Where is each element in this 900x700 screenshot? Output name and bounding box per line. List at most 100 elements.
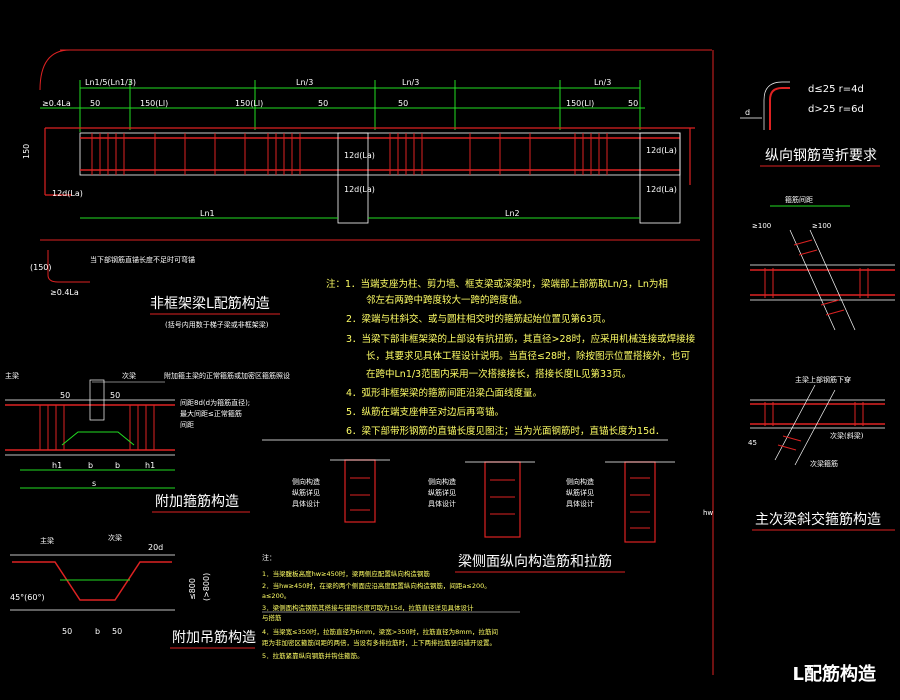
bottom-note-7: 距为非加密区箍筋间距的两倍，当设有多排拉筋时，上下两排拉筋竖向错开设置。 xyxy=(262,638,496,647)
bottom-note-6: 4．当梁宽≤350时，拉筋直径为6mm，梁宽>350时，拉筋直径为8mm，拉筋间 xyxy=(262,627,498,636)
anchor-label-4: 12d(La) xyxy=(646,146,677,155)
side-mid-2: 纵筋详见 xyxy=(428,488,456,497)
bend-rule-1: d≤25 r=4d xyxy=(808,84,864,95)
side-left-3: 具体设计 xyxy=(292,499,320,508)
side-note: 当下部钢筋直锚长度不足时可弯锚 xyxy=(90,255,195,264)
note-line-1: 注：1．当端支座为柱、剪力墙、框支梁或深梁时，梁端部上部筋取Ln/3，Ln为相 xyxy=(326,278,668,290)
cross-ge100-right: ≥100 xyxy=(812,222,831,230)
page-title: L配筋构造 xyxy=(792,664,876,685)
stirrup-b-right: b xyxy=(115,461,120,470)
note-line-4: 3．当梁下部非框架梁的上部设有抗扭筋，其直径>28时，应采用机械连接或焊接接 xyxy=(346,333,696,345)
beam-subtitle: (括号内用数于梯子梁或非框架梁) xyxy=(165,320,269,329)
beam-section: Ln1/5(Ln1/3) Ln/3 Ln/3 Ln/3 ≥0.4La 50 15… xyxy=(22,78,700,329)
hanger-title: 附加吊筋构造 xyxy=(172,629,256,646)
bottom-notes: 注： 1．当梁腹板高度hw≥450时，梁两侧应配置纵向构造钢筋 2．当hw≥45… xyxy=(262,553,520,660)
side-left-1: 侧向构造 xyxy=(292,477,320,486)
stirrup-title: 附加箍筋构造 xyxy=(155,493,239,510)
hanger-dim-b: b xyxy=(95,627,100,636)
note-line-6: 在跨中Ln1/3范围内采用一次搭接接长，搭接长度lL见第33页。 xyxy=(366,368,631,380)
hanger-angle: 45°(60°) xyxy=(10,593,45,602)
stirrup-spacing-3: 间距 xyxy=(180,421,194,429)
bend-rule-2: d>25 r=6d xyxy=(808,104,864,115)
notes-block: 注：1．当端支座为柱、剪力墙、框支梁或深梁时，梁端部上部筋取Ln/3，Ln为相 … xyxy=(262,278,696,441)
hanger-label-main: 主梁 xyxy=(40,536,54,545)
bottom-dim-04la: ≥0.4La xyxy=(50,288,79,297)
note-line-9: 6．梁下部带形钢筋的直锚长度见图注；当为光面钢筋时，直锚长度为15d． xyxy=(346,425,665,437)
bottom-note-3: a≤200。 xyxy=(262,592,290,600)
dim-50-a: 50 xyxy=(90,99,100,108)
note-line-7: 4．弧形非框架梁的箍筋间距沿梁凸面线度量。 xyxy=(346,387,542,399)
dim-50-c: 50 xyxy=(398,99,408,108)
bend-section: d d≤25 r=4d d>25 r=6d 纵向钢筋弯折要求 xyxy=(740,81,880,167)
cross-mid-label-2: 次梁(斜梁) xyxy=(830,431,864,440)
anchor-label-5: 12d(La) xyxy=(646,185,677,194)
cross-mid-label-3: 次梁箍筋 xyxy=(810,459,838,468)
dim-150-c: 150(Ll) xyxy=(566,99,594,108)
bottom-note-1: 1．当梁腹板高度hw≥450时，梁两侧应配置纵向构造钢筋 xyxy=(262,569,430,578)
stirrup-dim-50-right: 50 xyxy=(110,391,120,400)
side-right-1: 侧向构造 xyxy=(566,477,594,486)
dim-ln3-a: Ln/3 xyxy=(296,78,313,87)
dim-ln3-b: Ln/3 xyxy=(402,78,419,87)
stirrup-label-sec: 次梁 xyxy=(122,371,136,380)
dim-150-left: 150 xyxy=(22,144,31,159)
side-right-3: 具体设计 xyxy=(566,499,594,508)
side-bars-section: 侧向构造 纵筋详见 具体设计 侧向构造 纵筋详见 具体设计 侧向构造 纵筋详见 … xyxy=(292,459,713,573)
stirrup-callout: 附加箍主梁的正常箍筋或加密区箍筋照设 xyxy=(164,371,290,380)
hanger-dim-50-right: 50 xyxy=(112,627,122,636)
stirrup-dim-50-left: 50 xyxy=(60,391,70,400)
stirrup-label-main: 主梁 xyxy=(5,371,19,380)
hanger-section: 主梁 次梁 20d 45°(60°) ≤800 (>800) 50 b 50 附… xyxy=(10,533,256,649)
side-hw: hw xyxy=(703,509,713,517)
bend-title: 纵向钢筋弯折要求 xyxy=(765,147,877,164)
stirrup-s: s xyxy=(92,479,96,488)
beam-title: 非框架梁L配筋构造 xyxy=(150,295,270,312)
bottom-note-5: 与搭筋 xyxy=(262,613,282,622)
hanger-20d: 20d xyxy=(148,543,163,552)
cross-section: 箍筋间距 ≥100 ≥100 主梁上部钢筋下穿 45 次梁(斜梁) 次梁箍 xyxy=(748,195,895,531)
stirrup-b-left: b xyxy=(88,461,93,470)
note-line-8: 5．纵筋在端支座伸至对边后再弯锚。 xyxy=(346,406,504,418)
bottom-note-8: 5．拉筋紧靠纵向钢筋并钩住箍筋。 xyxy=(262,651,364,660)
cross-top-label: 箍筋间距 xyxy=(785,195,813,204)
dim-ln1-5: Ln1/5(Ln1/3) xyxy=(85,78,136,87)
anchor-label-1: 12d(La) xyxy=(52,189,83,198)
cross-mid-label-1: 主梁上部钢筋下穿 xyxy=(795,375,851,384)
cross-dim-45: 45 xyxy=(748,439,757,447)
side-right-2: 纵筋详见 xyxy=(566,488,594,497)
bottom-note-2: 2．当hw≥450时，在梁的两个侧面应沿高度配置纵向构造钢筋，间距a≤200。 xyxy=(262,581,491,590)
hanger-dim-50-left: 50 xyxy=(62,627,72,636)
dim-04la: ≥0.4La xyxy=(42,99,71,108)
stirrup-section: 主梁 次梁 50 50 附加箍主梁的正常箍筋或加密区箍筋照设 间距8d(d为箍筋… xyxy=(5,371,290,513)
dim-150-a: 150(Ll) xyxy=(140,99,168,108)
side-mid-1: 侧向构造 xyxy=(428,477,456,486)
side-bars-title: 梁侧面纵向构造筋和拉筋 xyxy=(458,553,612,570)
span-ln2: Ln2 xyxy=(505,209,520,218)
anchor-label-3: 12d(La) xyxy=(344,185,375,194)
bottom-note-4: 3．梁侧面构造钢筋其搭接与锚固长度可取为15d，拉筋直径详见具体设计 xyxy=(262,603,474,612)
stirrup-spacing-1: 间距8d(d为箍筋直径); xyxy=(180,398,250,407)
anchor-label-2: 12d(La) xyxy=(344,151,375,160)
stirrup-spacing-2: 最大间距≤正常箍筋 xyxy=(180,409,242,418)
hanger-label-sec: 次梁 xyxy=(108,533,122,542)
dim-ln3-c: Ln/3 xyxy=(594,78,611,87)
side-dim-150: (150) xyxy=(30,263,52,272)
stirrup-h1-right: h1 xyxy=(145,461,155,470)
note-line-2: 邻左右两跨中跨度较大一跨的跨度值。 xyxy=(366,294,528,306)
hanger-right-dim-2: (>800) xyxy=(202,573,211,601)
side-mid-3: 具体设计 xyxy=(428,499,456,508)
span-ln1: Ln1 xyxy=(200,209,215,218)
stirrup-h1-left: h1 xyxy=(52,461,62,470)
dim-50-d: 50 xyxy=(628,99,638,108)
dim-150-b: 150(Ll) xyxy=(235,99,263,108)
cross-ge100-left: ≥100 xyxy=(752,222,771,230)
frame-top-left-curve xyxy=(39,49,71,91)
dim-50-b: 50 xyxy=(318,99,328,108)
note-line-3: 2．梁端与柱斜交、或与圆柱相交时的箍筋起始位置见第63页。 xyxy=(346,313,611,325)
side-left-2: 纵筋详见 xyxy=(292,488,320,497)
note-line-5: 长，其要求见具体工程设计说明。当直径≤28时，除按图示位置搭接外，也可 xyxy=(366,350,690,362)
hanger-right-dim-1: ≤800 xyxy=(188,578,197,600)
cross-title: 主次梁斜交箍筋构造 xyxy=(755,511,881,528)
bend-label-d: d xyxy=(745,108,750,117)
bottom-note-heading: 注： xyxy=(262,553,276,562)
